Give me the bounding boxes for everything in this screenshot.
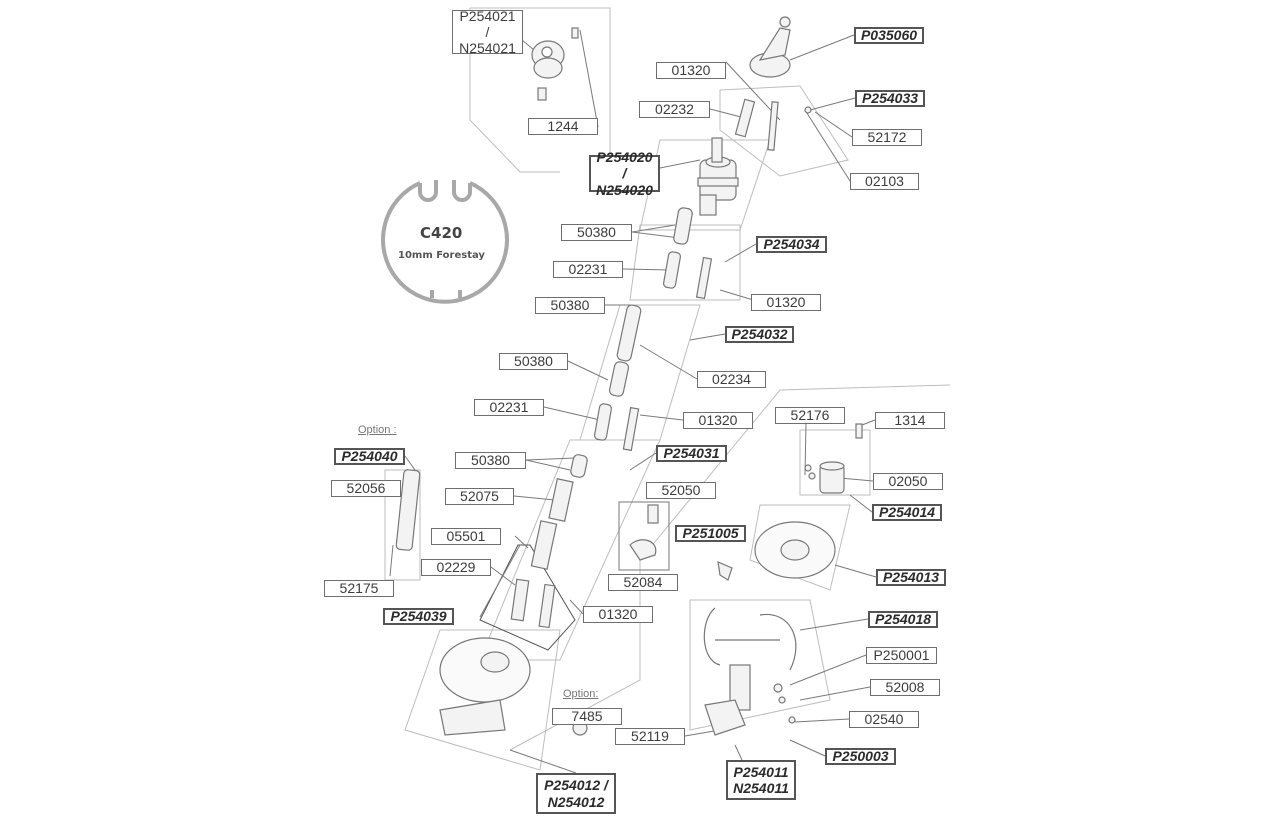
panel-outline [799, 429, 871, 496]
part-label-01320: 01320 [683, 412, 753, 429]
part-label-52050: 52050 [646, 482, 716, 499]
part-label-52119: 52119 [615, 728, 685, 745]
part-label-52175: 52175 [324, 580, 394, 597]
panel-outline [629, 224, 741, 301]
part-label-02231: 02231 [474, 399, 544, 416]
part-label-50380: 50380 [535, 297, 605, 314]
part-label-P254018: P254018 [868, 611, 938, 628]
part-label-P250001: P250001 [866, 647, 937, 664]
part-label-1314: 1314 [875, 412, 945, 429]
part-label-P254039: P254039 [383, 608, 454, 625]
part-label-50380: 50380 [499, 353, 568, 370]
part-shapes [395, 16, 863, 736]
part-label-02232: 02232 [639, 101, 710, 118]
part-label-P254021: P254021 / N254021 [452, 8, 523, 56]
part-label-02540: 02540 [849, 711, 919, 728]
part-label-02231: 02231 [553, 261, 623, 278]
part-label-P254013: P254013 [876, 569, 946, 586]
part-label-P254014: P254014 [872, 504, 942, 521]
cross-section-subtitle: 10mm Forestay [398, 250, 485, 261]
part-label-52075: 52075 [445, 488, 514, 505]
part-label-02229: 02229 [421, 559, 491, 576]
part-label-P254033: P254033 [855, 90, 925, 107]
frame-P254039 [479, 544, 576, 651]
part-label-50380: 50380 [455, 452, 526, 469]
part-label-02103: 02103 [850, 173, 919, 190]
part-label-7485: 7485 [552, 708, 622, 725]
part-label-P254020: P254020 / N254020 [589, 149, 660, 198]
cross-section-title: C420 [420, 224, 463, 242]
part-label-52008: 52008 [870, 679, 940, 696]
option-label: Option: [563, 688, 599, 700]
part-label-52172: 52172 [852, 129, 922, 146]
part-label-P250003: P250003 [825, 748, 896, 765]
option-label: Option : [358, 424, 397, 436]
part-label-50380: 50380 [561, 224, 632, 241]
part-label-02234: 02234 [697, 371, 766, 388]
part-label-P251005: P251005 [675, 525, 746, 542]
part-label-P035060: P035060 [854, 27, 924, 44]
part-label-52176: 52176 [775, 407, 845, 424]
part-label-P254011: P254011 N254011 [726, 760, 796, 800]
part-label-P254040: P254040 [334, 448, 405, 465]
part-label-01320: 01320 [583, 606, 653, 623]
part-label-52056: 52056 [331, 480, 401, 497]
part-label-52084: 52084 [608, 574, 678, 591]
panel-outline [719, 85, 849, 177]
part-label-1244: 1244 [528, 118, 598, 135]
part-label-P254031: P254031 [656, 445, 727, 462]
part-label-05501: 05501 [431, 528, 501, 545]
panel-outline [404, 629, 561, 771]
part-label-P254032: P254032 [725, 326, 794, 343]
panel-outline [469, 119, 560, 173]
part-label-P254012: P254012 / N254012 [536, 773, 616, 814]
panel-outline [689, 599, 831, 731]
frame-P251005 [618, 501, 670, 571]
c420-profile [381, 180, 509, 304]
part-label-01320: 01320 [656, 62, 726, 79]
panel-outline [749, 504, 851, 591]
part-label-P254034: P254034 [756, 236, 827, 253]
part-label-01320: 01320 [751, 294, 821, 311]
part-label-02050: 02050 [873, 473, 943, 490]
